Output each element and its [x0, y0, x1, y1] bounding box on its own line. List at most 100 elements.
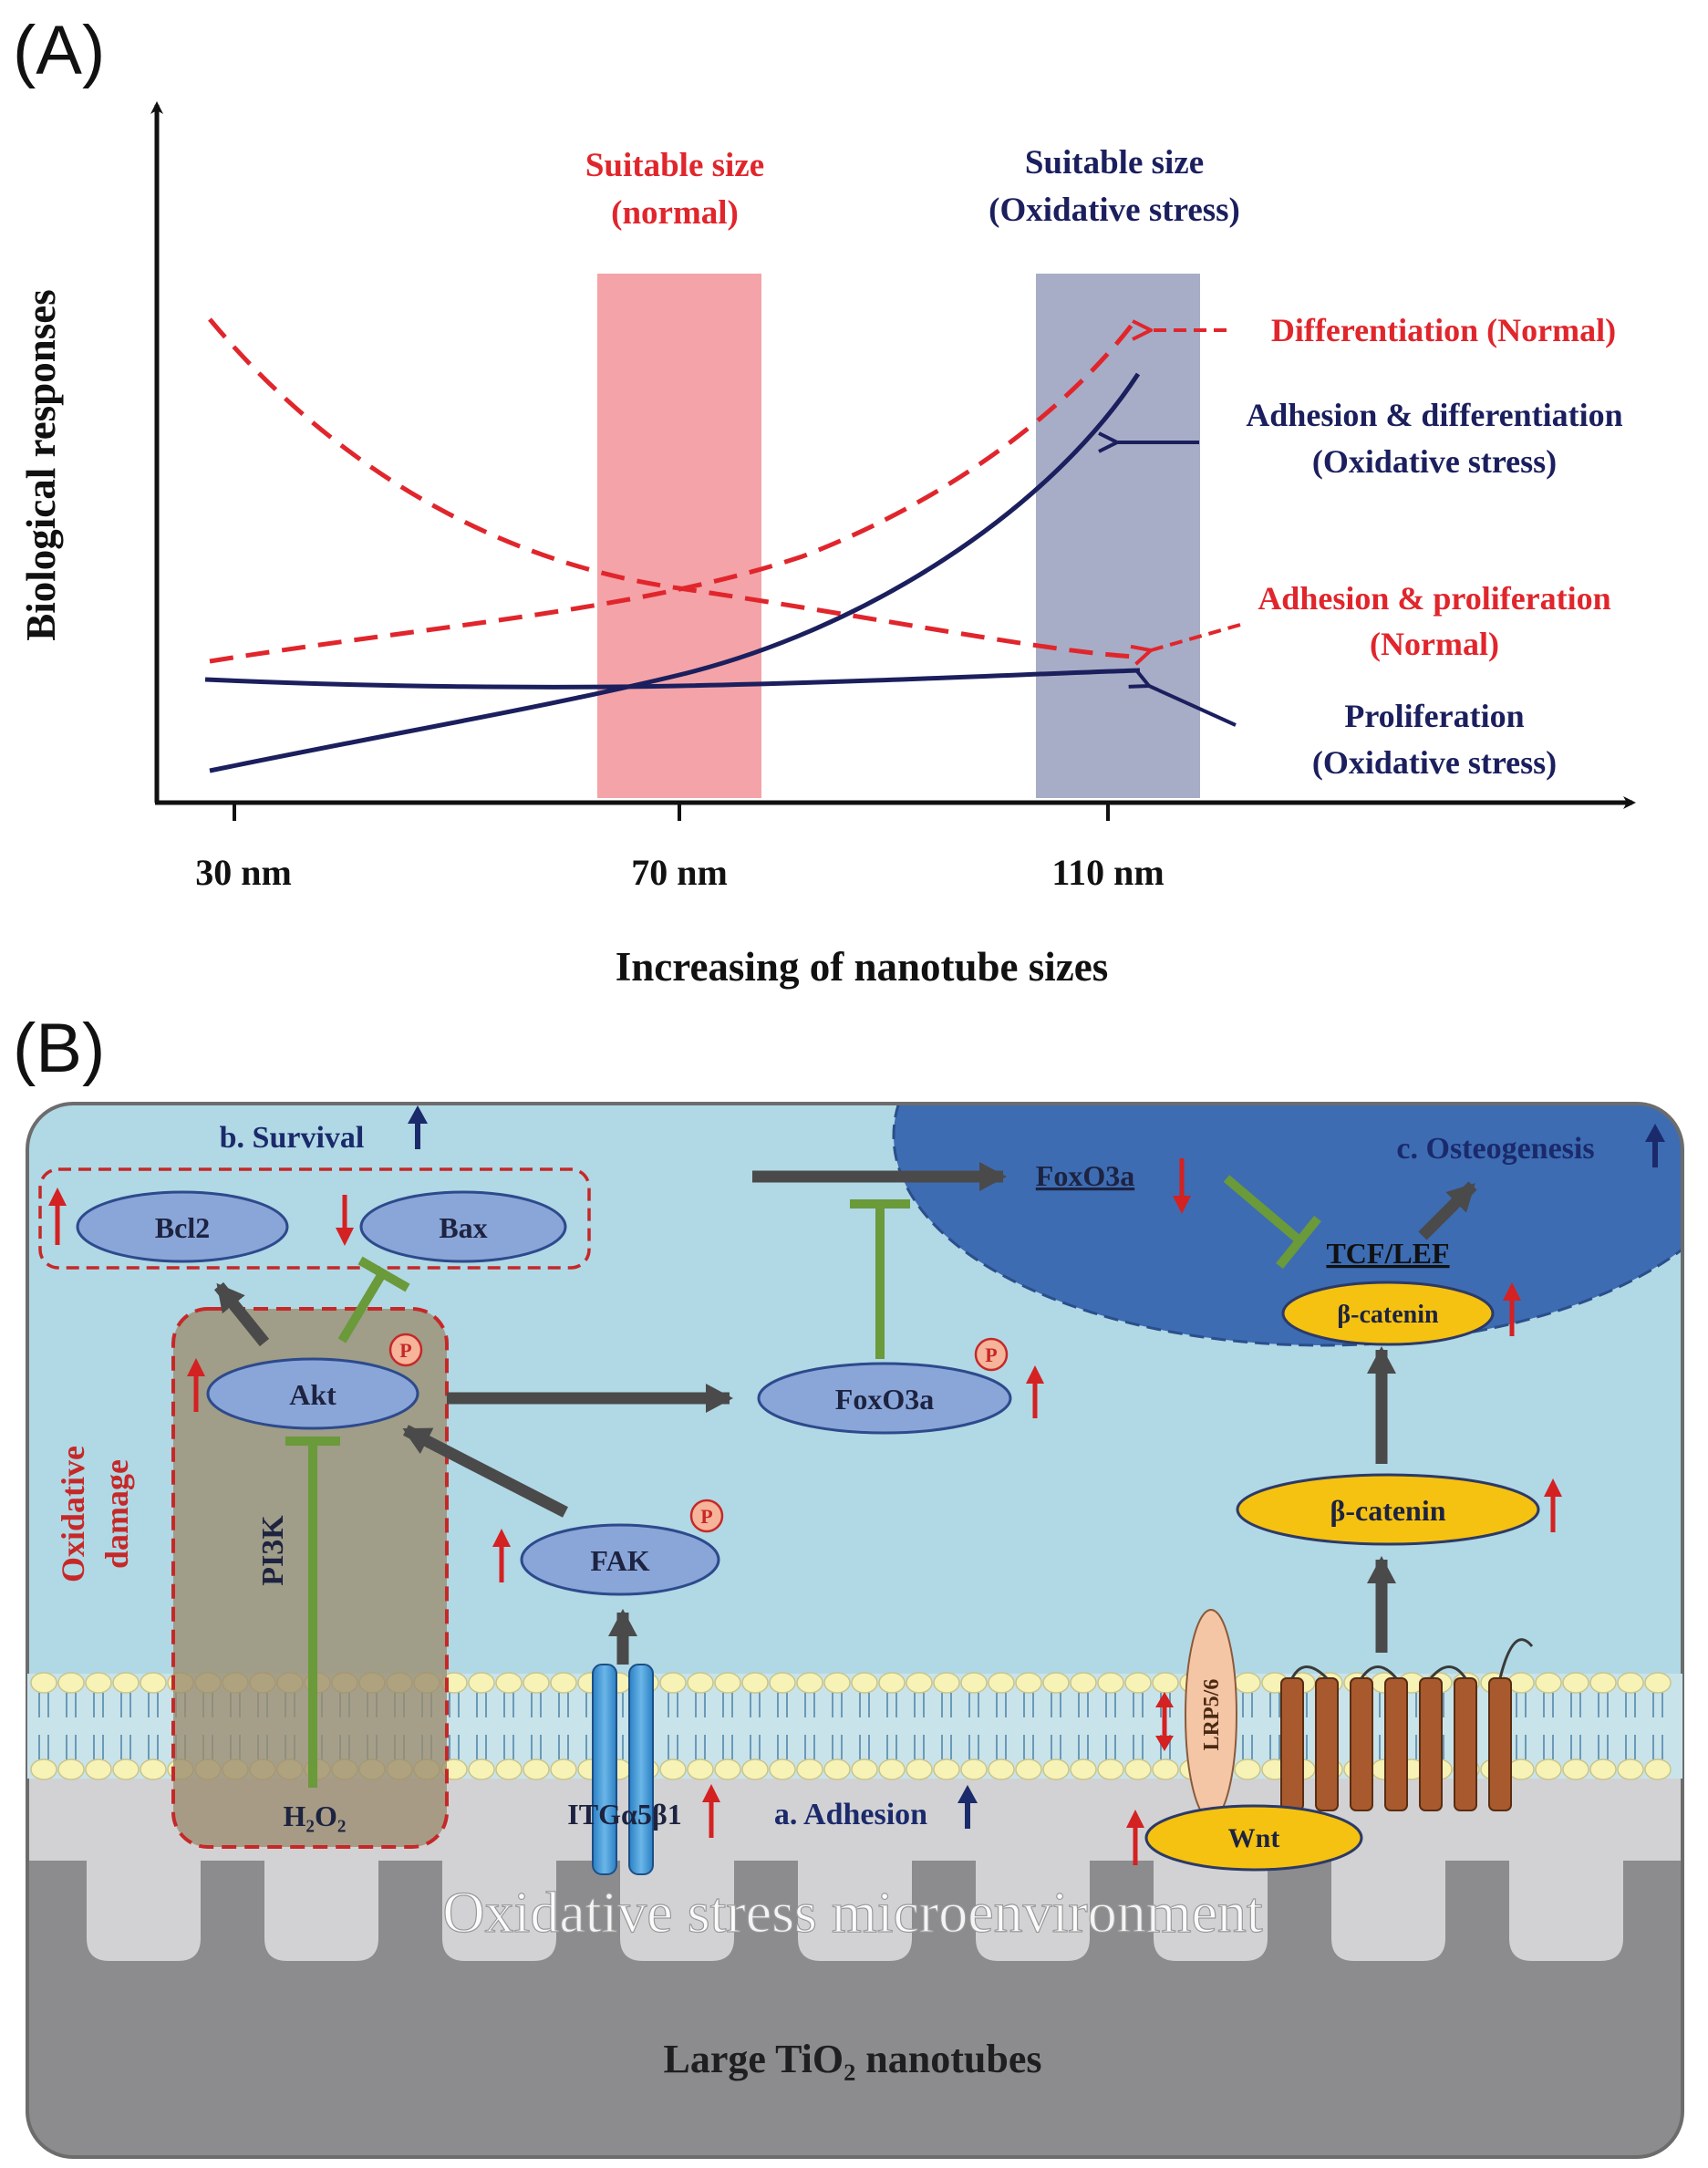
panel-b-label: (B) [13, 1010, 106, 1087]
akt-node [206, 1357, 419, 1430]
lipid-head [30, 1758, 57, 1780]
lipid-tail [941, 1693, 952, 1717]
survival-box [38, 1167, 591, 1270]
lipid-head [468, 1758, 495, 1780]
lipid-head [495, 1758, 523, 1780]
lipid-tail [750, 1693, 761, 1717]
bcl2-label: Bcl2 [155, 1211, 210, 1244]
arrow-fak-akt [402, 1425, 568, 1518]
phospho-fak-label: P [700, 1505, 712, 1528]
foxo3a-nuclear-label: FoxO3a [1036, 1159, 1134, 1192]
h2o2-label: H₂O₂ [284, 1800, 347, 1832]
lipid-tail [1269, 1693, 1280, 1717]
lipid-tail [777, 1735, 788, 1759]
lipid-tail [968, 1693, 979, 1717]
frizzled-receptor [1280, 1638, 1534, 1811]
lipid-head [1152, 1758, 1179, 1780]
inhibition-h2o2-akt [285, 1437, 340, 1788]
up-arrow-bcat-nuclear [1503, 1282, 1521, 1336]
lipid-head [1042, 1758, 1070, 1780]
lipid-head [1562, 1672, 1589, 1694]
lipid-tail [1269, 1735, 1280, 1759]
lipid-head [906, 1672, 933, 1694]
lipid-head [140, 1672, 167, 1694]
lipid-head [823, 1672, 851, 1694]
lipid-tail [1543, 1735, 1554, 1759]
lipid-head [659, 1672, 687, 1694]
lipid-tail [1023, 1735, 1034, 1759]
lipid-tail [1105, 1735, 1116, 1759]
lipid-tail [1543, 1693, 1554, 1717]
up-arrow-bcat-cyto [1544, 1478, 1562, 1532]
lipid-tail [531, 1735, 542, 1759]
pointer-prolif-ox [1149, 686, 1237, 727]
lipid-head [523, 1758, 550, 1780]
lipid-head [687, 1758, 714, 1780]
lipid-head [1234, 1758, 1261, 1780]
lipid-head [112, 1758, 140, 1780]
lipid-head [1535, 1672, 1562, 1694]
arrow-bcat-to-osteogenesis [1418, 1181, 1477, 1240]
lipid-tail [1625, 1693, 1636, 1717]
lipid-head [851, 1672, 878, 1694]
bcat-nuclear-label: β-catenin [1337, 1301, 1439, 1329]
lipid-tail [886, 1735, 897, 1759]
fak-label: FAK [590, 1544, 649, 1577]
updown-arrow-lrp [1155, 1692, 1174, 1751]
lipid-tail [859, 1693, 870, 1717]
phospho-foxo3a-label: P [985, 1343, 997, 1366]
lipid-tail [1516, 1693, 1527, 1717]
up-arrow-fak [492, 1529, 511, 1582]
label-adh-prolif-normal-2: (Normal) [1370, 626, 1499, 662]
lipid-head [1097, 1758, 1124, 1780]
phospho-akt-label: P [399, 1339, 411, 1362]
tio2-nanotube-substrate [27, 1861, 1682, 2157]
substrate-label: Large TiO₂ nanotubes [664, 2037, 1042, 2081]
x-tick-label-110: 110 nm [1051, 852, 1164, 893]
lipid-head [659, 1758, 687, 1780]
akt-label: Akt [289, 1378, 336, 1411]
lipid-tail [1625, 1735, 1636, 1759]
lipid-head [1152, 1672, 1179, 1694]
label-adh-prolif-normal-1: Adhesion & proliferation [1258, 580, 1610, 617]
band-normal-label-1: Suitable size [585, 147, 764, 184]
lipid-tail [148, 1693, 159, 1717]
lipid-head [85, 1758, 112, 1780]
up-arrow-foxo3a [1026, 1365, 1044, 1418]
curve-differentiation-normal [209, 315, 1141, 664]
lipid-head [960, 1758, 988, 1780]
curve-adhesion-differentiation-oxidative [209, 372, 1141, 773]
lipid-head [1617, 1672, 1644, 1694]
lipid-tail [859, 1735, 870, 1759]
lipid-tail [777, 1693, 788, 1717]
up-arrow-osteogenesis [1645, 1124, 1665, 1167]
up-arrow-itg [702, 1784, 720, 1838]
lipid-tail [1570, 1693, 1581, 1717]
lipid-tail [93, 1693, 104, 1717]
lipid-head [1015, 1758, 1042, 1780]
lipid-head [468, 1672, 495, 1694]
arrow-akt-bcl2 [213, 1281, 270, 1347]
lipid-tail [668, 1735, 678, 1759]
lipid-head [1124, 1758, 1152, 1780]
lipid-tail [38, 1693, 49, 1717]
lipid-head [960, 1672, 988, 1694]
label-differentiation-normal: Differentiation (Normal) [1271, 312, 1616, 348]
lipid-tail [941, 1735, 952, 1759]
lipid-head [1589, 1672, 1617, 1694]
lipid-head [1015, 1672, 1042, 1694]
lipid-tail [968, 1735, 979, 1759]
lipid-tail [1105, 1693, 1116, 1717]
label-adh-diff-ox-1: Adhesion & differentiation [1246, 397, 1622, 433]
lipid-head [85, 1672, 112, 1694]
lipid-head [988, 1758, 1015, 1780]
lipid-tail [886, 1693, 897, 1717]
lipid-head [57, 1672, 85, 1694]
lipid-head [57, 1758, 85, 1780]
lipid-head [1535, 1758, 1562, 1780]
panel-a-chart: Suitable size (normal) Suitable size (Ox… [18, 101, 1636, 990]
lipid-tail [996, 1735, 1007, 1759]
lipid-tail [914, 1735, 925, 1759]
lipid-tail [668, 1693, 678, 1717]
